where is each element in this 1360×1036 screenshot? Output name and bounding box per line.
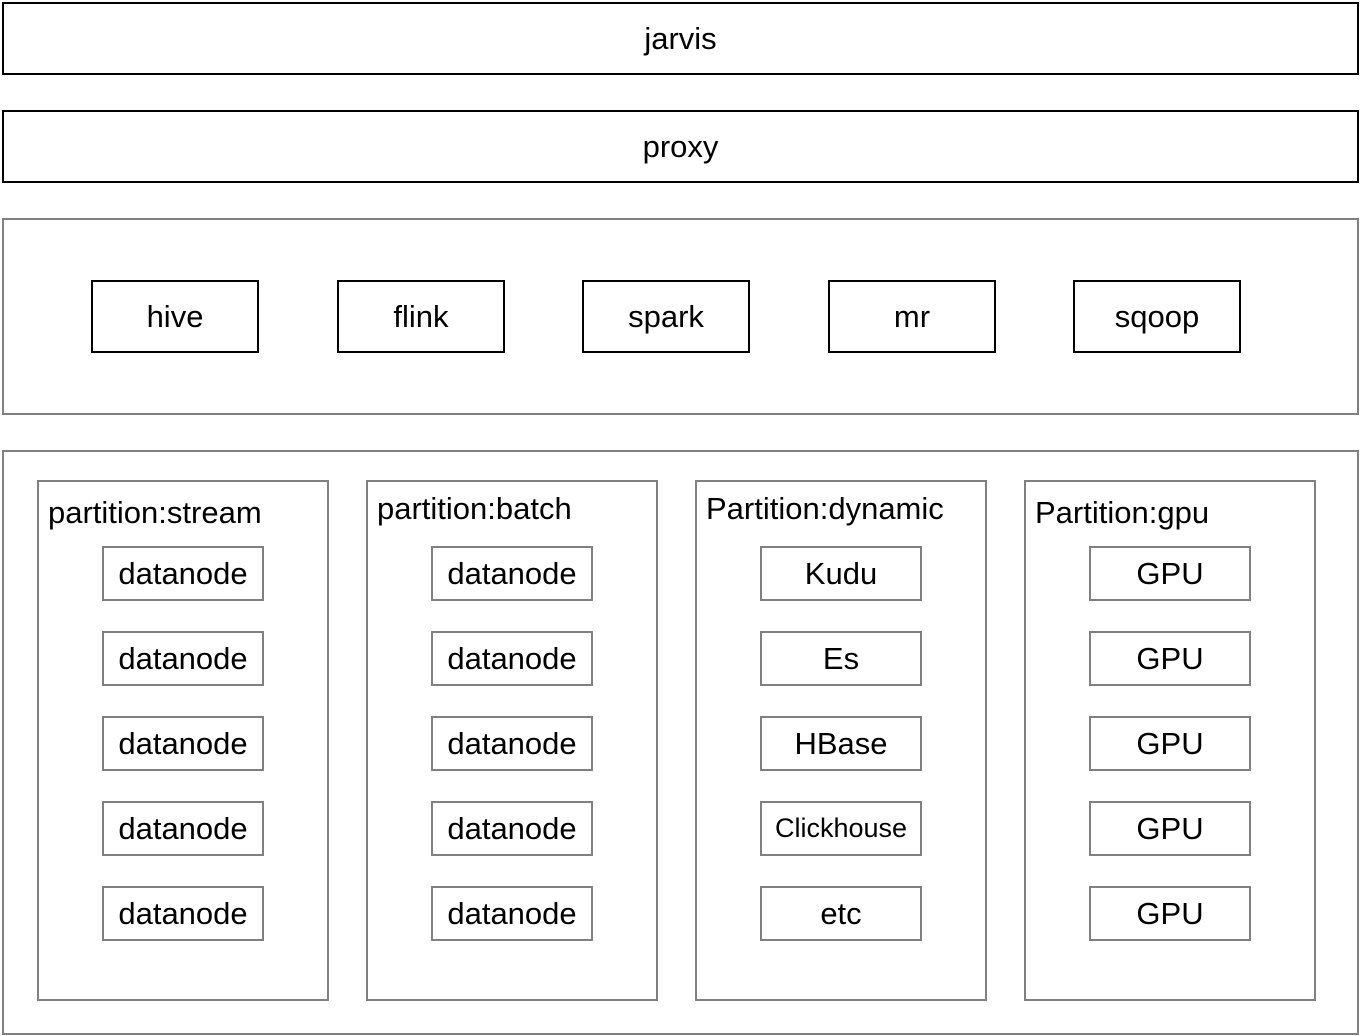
node-label: datanode	[447, 725, 577, 761]
node-label: datanode	[118, 895, 248, 931]
engine-label: spark	[628, 298, 704, 334]
node-label: datanode	[118, 555, 248, 591]
partition-node: datanode	[102, 631, 264, 686]
engine-label: mr	[893, 298, 931, 334]
engine-flink: flink	[337, 280, 505, 353]
node-label: Clickhouse	[774, 813, 908, 843]
partition-node: etc	[760, 886, 922, 941]
node-label: datanode	[447, 640, 577, 676]
node-label: GPU	[1136, 895, 1204, 931]
jarvis-label: jarvis	[644, 20, 717, 56]
engine-sqoop: sqoop	[1073, 280, 1241, 353]
engine-label: flink	[393, 298, 449, 334]
partition-node: GPU	[1089, 801, 1251, 856]
partition-node: datanode	[102, 801, 264, 856]
partition-node: GPU	[1089, 631, 1251, 686]
partition-node: datanode	[431, 716, 593, 771]
partition-node: GPU	[1089, 716, 1251, 771]
partition-node: datanode	[102, 716, 264, 771]
proxy-label: proxy	[642, 128, 719, 164]
engine-mr: mr	[828, 280, 996, 353]
engine-label: hive	[146, 298, 204, 334]
partition-title: partition:stream	[48, 495, 262, 530]
partition-node: datanode	[431, 546, 593, 601]
partition-node: Clickhouse	[760, 801, 922, 856]
engine-hive: hive	[91, 280, 259, 353]
node-label: datanode	[118, 810, 248, 846]
partition-node: GPU	[1089, 886, 1251, 941]
partition-node: datanode	[102, 886, 264, 941]
proxy-layer: proxy	[2, 110, 1359, 183]
node-label: GPU	[1136, 725, 1204, 761]
node-label: Es	[822, 640, 860, 676]
engine-label: sqoop	[1114, 298, 1200, 334]
node-label: etc	[820, 895, 862, 931]
node-label: GPU	[1136, 640, 1204, 676]
node-label: Kudu	[804, 555, 878, 591]
partition-title: partition:batch	[377, 491, 572, 526]
node-label: GPU	[1136, 555, 1204, 591]
node-label: GPU	[1136, 810, 1204, 846]
partition-title: Partition:dynamic	[706, 491, 944, 526]
partition-node: datanode	[102, 546, 264, 601]
partition-title: Partition:gpu	[1035, 495, 1210, 530]
node-label: datanode	[118, 640, 248, 676]
engine-spark: spark	[582, 280, 750, 353]
partition-node: datanode	[431, 801, 593, 856]
partition-node: Kudu	[760, 546, 922, 601]
node-label: HBase	[794, 725, 888, 761]
node-label: datanode	[447, 555, 577, 591]
jarvis-layer: jarvis	[2, 2, 1359, 75]
node-label: datanode	[447, 810, 577, 846]
partition-node: datanode	[431, 631, 593, 686]
partition-node: Es	[760, 631, 922, 686]
partition-node: datanode	[431, 886, 593, 941]
node-label: datanode	[447, 895, 577, 931]
node-label: datanode	[118, 725, 248, 761]
partition-node: HBase	[760, 716, 922, 771]
partition-node: GPU	[1089, 546, 1251, 601]
